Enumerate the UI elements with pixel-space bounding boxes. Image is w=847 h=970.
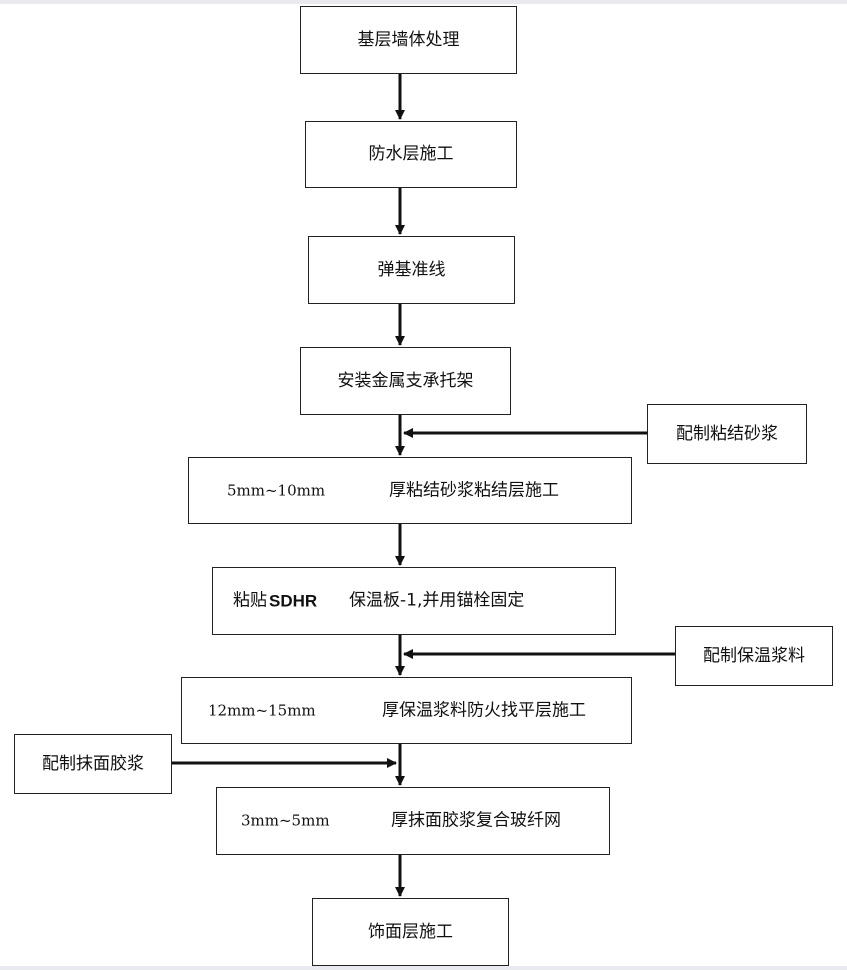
step-prefix-5: 5mm~10mm — [227, 481, 326, 499]
step-box-8: 3mm~5mm 厚抹面胶浆复合玻纤网 — [216, 787, 610, 855]
step-box-7: 12mm~15mm 厚保温浆料防火找平层施工 — [181, 677, 632, 744]
input-box-2: 配制保温浆料 — [675, 626, 833, 686]
step-label-6: 保温板-1,并用锚栓固定 — [349, 590, 525, 611]
step-label-3: 弹基准线 — [377, 259, 446, 280]
step-box-9: 饰面层施工 — [312, 898, 509, 966]
step-prefix-6: 粘贴 — [233, 590, 267, 611]
step-box-1: 基层墙体处理 — [300, 6, 517, 74]
step-prefix-7: 12mm~15mm — [208, 701, 316, 719]
step-box-4: 安装金属支承托架 — [300, 347, 511, 415]
step-label-7: 厚保温浆料防火找平层施工 — [382, 700, 586, 720]
step-label-8: 厚抹面胶浆复合玻纤网 — [391, 810, 561, 831]
step-label-4: 安装金属支承托架 — [337, 370, 474, 391]
input-label-3: 配制抹面胶浆 — [42, 753, 144, 774]
input-label-2: 配制保温浆料 — [703, 645, 805, 666]
input-box-3: 配制抹面胶浆 — [14, 734, 172, 794]
input-label-1: 配制粘结砂浆 — [676, 423, 778, 444]
step-label-2: 防水层施工 — [368, 144, 454, 164]
bottom-edge-band — [0, 966, 847, 970]
step-latin-6: SDHR — [269, 591, 318, 611]
step-box-5: 5mm~10mm 厚粘结砂浆粘结层施工 — [188, 457, 632, 524]
step-label-5: 厚粘结砂浆粘结层施工 — [389, 480, 559, 500]
step-box-6: 粘贴 SDHR 保温板-1,并用锚栓固定 — [212, 567, 616, 635]
input-box-1: 配制粘结砂浆 — [647, 404, 807, 464]
step-box-3: 弹基准线 — [308, 236, 515, 304]
step-box-2: 防水层施工 — [305, 121, 517, 188]
step-label-9: 饰面层施工 — [368, 921, 453, 942]
top-edge-band — [0, 0, 847, 4]
step-label-1: 基层墙体处理 — [357, 29, 460, 50]
step-prefix-8: 3mm~5mm — [241, 811, 330, 830]
